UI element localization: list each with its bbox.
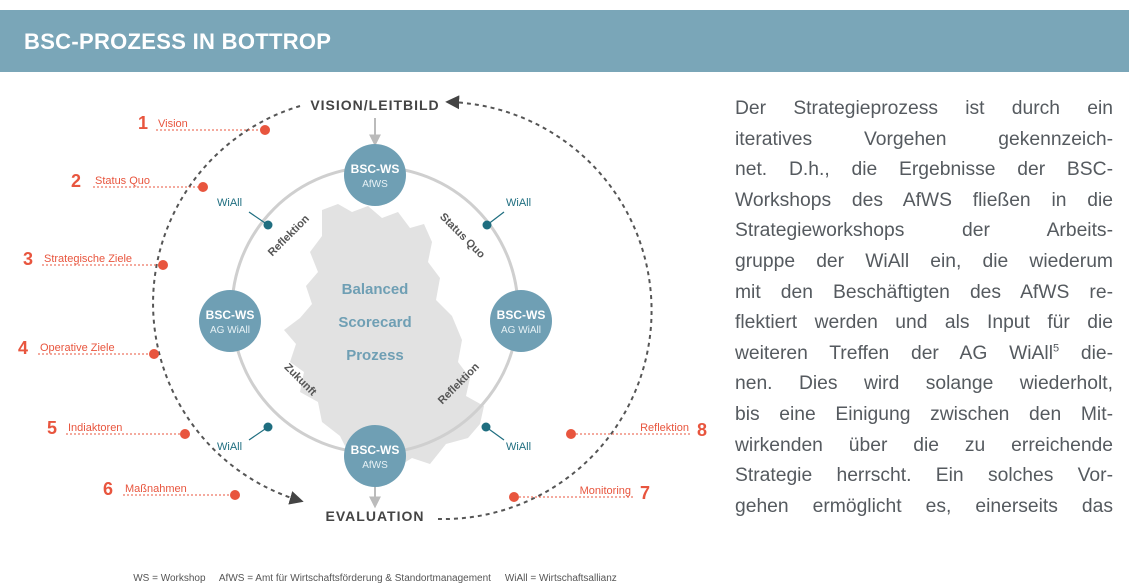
text-line: wirkenden über die zu erreichende [735,434,1113,456]
text-line: nen. Dies wird solange wiederholt, [735,373,1113,395]
text-line: Workshops des AfWS fließen in die [735,189,1113,211]
step-number: 3 [23,249,33,269]
diagram-legend: WS = Workshop AfWS = Amt für Wirtschafts… [133,573,617,584]
outer-dashed-arc-left [152,105,304,505]
text-line: Strategie herrscht. Ein solches Vor- [735,465,1113,487]
text-line: Der Strategieprozess ist durch ein [735,98,1113,119]
step-label: Vision [158,118,188,130]
node-title: BSC-WS [497,308,546,322]
step-6: 6 Maßnahmen [103,479,240,500]
node-subtitle: AfWS [362,179,388,190]
wiall-connector-upper-right: WiAll [482,197,531,230]
step-8: Reflektion 8 [566,420,707,440]
step-7: Monitoring 7 [509,483,650,503]
step-3: 3 Strategische Ziele [23,249,168,270]
label-vision-leitbild: VISION/LEITBILD [310,97,439,113]
node-subtitle: AG WiAll [210,325,250,336]
node-title: BSC-WS [351,162,400,176]
wiall-connector-upper-left: WiAll [217,197,273,230]
step-number: 6 [103,479,113,499]
step-number: 5 [47,418,57,438]
wiall-label: WiAll [506,197,531,209]
wiall-connector-lower-left: WiAll [217,422,273,453]
node-subtitle: AfWS [362,460,388,471]
outer-dashed-arc-right [437,95,653,521]
text-segment: weiteren Treffen der AG WiAll [735,342,1053,364]
arc-label-reflektion-upper: Reflektion [266,213,312,259]
label-evaluation: EVALUATION [326,508,425,524]
text-line: gruppe der WiAll ein, die wiederum [735,250,1113,272]
center-line-1: Balanced [342,281,409,298]
bsc-node-left: BSC-WS AG WiAll [199,290,261,352]
text-line: gehen ermöglicht es, einerseits das [735,495,1113,517]
step-number: 7 [640,483,650,503]
text-line-with-footnote: weiteren Treffen der AG WiAll5 die- [735,339,1113,370]
wiall-label: WiAll [217,441,242,453]
page-title: BSC-PROZESS IN BOTTROP [24,29,332,54]
bsc-node-bottom: BSC-WS AfWS [344,425,406,487]
arc-label-status-quo: Status Quo [437,211,487,261]
step-1: 1 Vision [138,113,270,135]
text-line: mit den Beschäftigten des AfWS re- [735,281,1113,303]
footnote-marker: 5 [1053,342,1060,355]
node-title: BSC-WS [206,308,255,322]
description-paragraph: Der Strategieprozess ist durch ein itera… [735,94,1113,522]
step-label: Operative Ziele [40,342,115,354]
text-line: bis eine Einigung zwischen den Mit- [735,403,1113,425]
step-number: 2 [71,171,81,191]
wiall-label: WiAll [217,197,242,209]
node-title: BSC-WS [351,443,400,457]
step-label: Strategische Ziele [44,253,132,265]
center-line-2: Scorecard [338,314,411,331]
step-label: Monitoring [580,485,631,497]
step-label: Status Quo [95,175,150,187]
text-segment: die- [1059,342,1113,364]
text-line: iteratives Vorgehen gekennzeich- [735,128,1113,150]
node-subtitle: AG WiAll [501,325,541,336]
step-label: Reflektion [640,422,689,434]
wiall-connector-lower-right: WiAll [481,422,531,453]
bsc-process-diagram: VISION/LEITBILD EVALUATION Reflektion St… [18,95,707,584]
city-map-silhouette [284,204,484,480]
step-5: 5 Indiaktoren [47,418,190,439]
step-number: 4 [18,338,28,358]
center-line-3: Prozess [346,347,404,364]
step-number: 1 [138,113,148,133]
step-label: Maßnahmen [125,483,187,495]
step-2: 2 Status Quo [71,171,208,192]
wiall-label: WiAll [506,441,531,453]
step-number: 8 [697,420,707,440]
step-4: 4 Operative Ziele [18,338,159,359]
bsc-node-right: BSC-WS AG WiAll [490,290,552,352]
text-line: net. D.h., die Ergebnisse der BSC- [735,159,1113,181]
text-line: flektiert werden und als Input für die [735,312,1113,334]
bsc-node-top: BSC-WS AfWS [344,144,406,206]
text-line: Strategieworkshops der Arbeits- [735,220,1113,242]
header-bar: BSC-PROZESS IN BOTTROP [0,10,1129,72]
step-label: Indiaktoren [68,422,122,434]
